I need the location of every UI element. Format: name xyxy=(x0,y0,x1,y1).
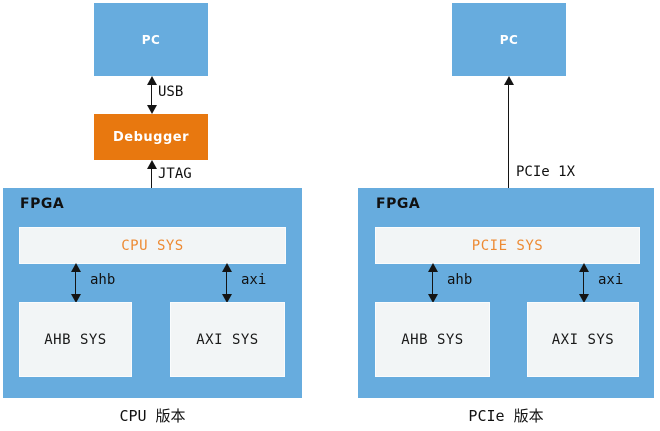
axi-bus-label-left: axi xyxy=(241,272,267,288)
axi-bus-arrow-left xyxy=(221,263,232,303)
axi-sys-node-left: AXI SYS xyxy=(170,302,285,377)
pc-label-left: PC xyxy=(141,32,161,47)
usb-link-label: USB xyxy=(158,84,184,100)
ahb-bus-arrow-right xyxy=(427,263,438,303)
pcie-sys-label: PCIE SYS xyxy=(471,237,544,254)
pcie-link-label: PCIe 1X xyxy=(516,164,576,180)
cpu-sys-label: CPU SYS xyxy=(121,237,184,254)
usb-link-arrow xyxy=(146,76,157,114)
ahb-bus-label-left: ahb xyxy=(90,272,116,288)
ahb-sys-label-left: AHB SYS xyxy=(44,331,107,348)
debugger-label: Debugger xyxy=(112,129,189,145)
caption-pcie-version: PCIe 版本 xyxy=(468,407,544,425)
caption-cpu-version: CPU 版本 xyxy=(119,407,186,425)
axi-bus-arrow-right xyxy=(578,263,589,303)
pc-node-left: PC xyxy=(94,3,208,76)
fpga-label-right: FPGA xyxy=(376,196,421,212)
ahb-bus-arrow-left xyxy=(70,263,81,303)
axi-sys-label-left: AXI SYS xyxy=(196,331,259,348)
pc-node-right: PC xyxy=(452,3,566,76)
ahb-sys-node-right: AHB SYS xyxy=(375,302,490,377)
debugger-node: Debugger xyxy=(94,114,208,160)
cpu-sys-node: CPU SYS xyxy=(19,227,286,264)
pc-label-right: PC xyxy=(499,32,519,47)
pcie-sys-node: PCIE SYS xyxy=(375,227,640,264)
jtag-link-label: JTAG xyxy=(158,166,192,182)
fpga-label-left: FPGA xyxy=(20,196,65,212)
ahb-sys-label-right: AHB SYS xyxy=(401,331,464,348)
axi-bus-label-right: axi xyxy=(598,272,624,288)
axi-sys-node-right: AXI SYS xyxy=(527,302,639,377)
ahb-sys-node-left: AHB SYS xyxy=(19,302,132,377)
axi-sys-label-right: AXI SYS xyxy=(551,331,615,348)
ahb-bus-label-right: ahb xyxy=(447,272,473,288)
